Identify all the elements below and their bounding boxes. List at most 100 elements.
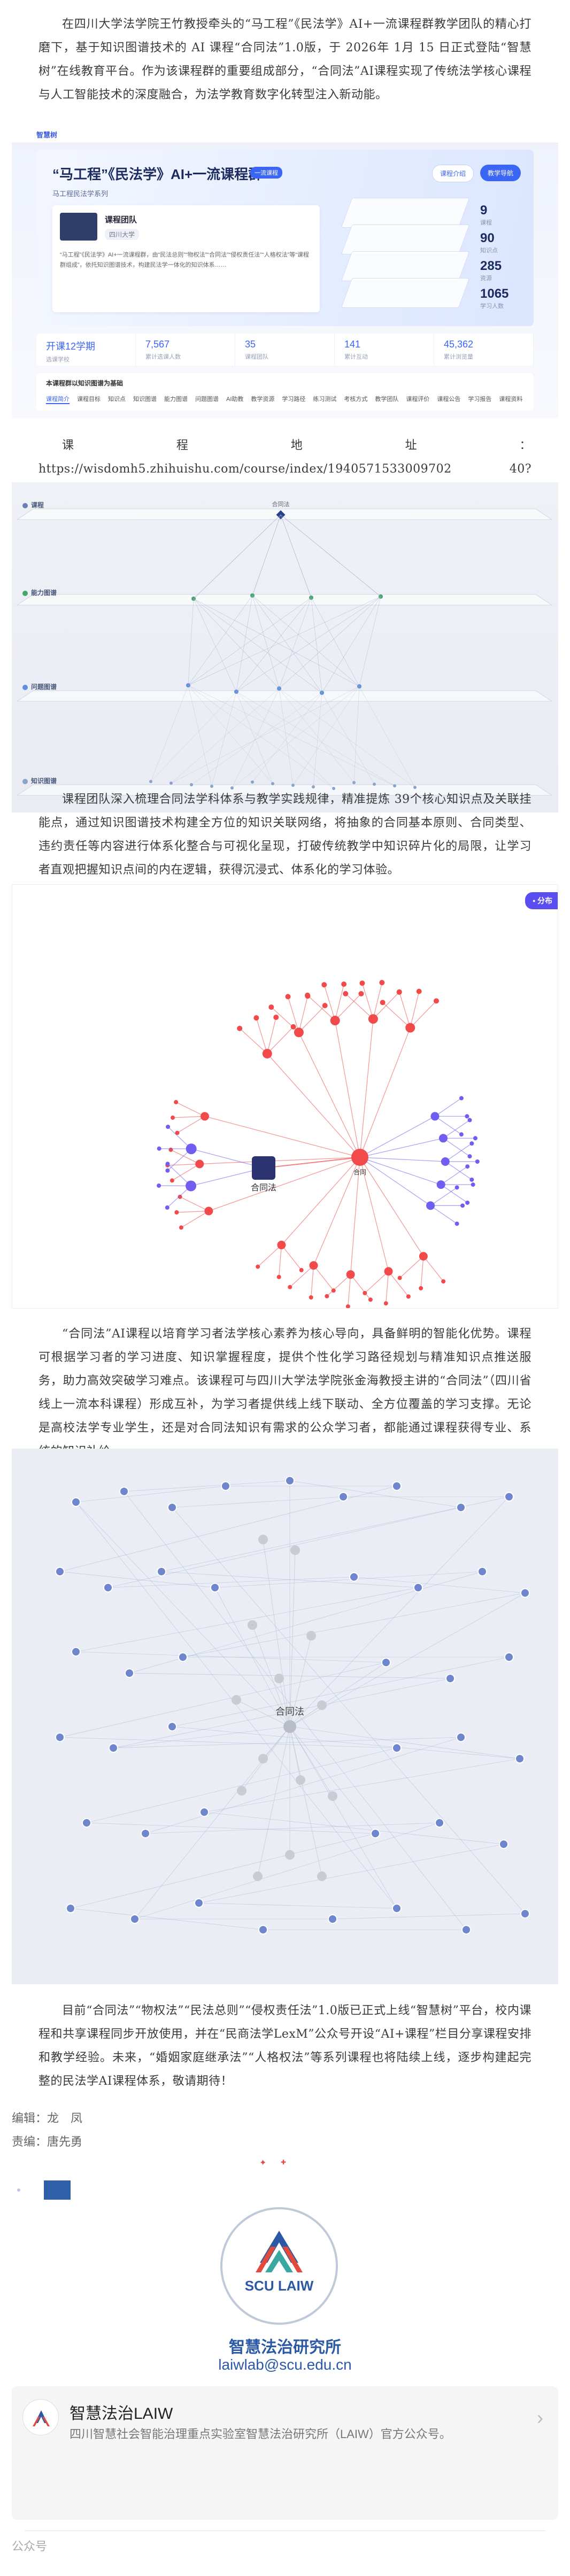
concept-node	[477, 1567, 487, 1576]
graph-node	[455, 1185, 459, 1190]
graph-edge	[257, 1726, 290, 1877]
graph-edge	[335, 1020, 360, 1158]
ai-course-paragraph: “合同法”AI课程以培育学习者法学核心素养为核心导向，具备鲜明的智能化优势。课程…	[38, 1327, 532, 1458]
stat-label: 资源	[480, 275, 492, 282]
concept-node	[456, 1732, 466, 1742]
tab-item[interactable]: 课程评价	[406, 396, 430, 403]
concept-node	[194, 1898, 204, 1908]
graph-edge	[263, 1539, 290, 1727]
graph-edge	[232, 688, 280, 788]
graph-node	[406, 1294, 411, 1299]
graph-edge	[113, 1678, 451, 1749]
graph-edge	[75, 1502, 397, 1909]
graph-edge	[204, 1812, 504, 1845]
graph-node	[276, 1274, 281, 1279]
graph-edge	[167, 1186, 191, 1208]
graph-node	[165, 1205, 170, 1210]
graph-edge	[263, 1157, 360, 1169]
graph-node	[471, 1182, 475, 1187]
center-node-label: 合同法	[275, 1706, 304, 1717]
tab-item[interactable]: 课程资料	[499, 396, 523, 403]
tab-item[interactable]: 知识图谱	[133, 396, 157, 403]
graph-edge	[321, 692, 375, 785]
graph-edge	[313, 1157, 360, 1266]
concept-node	[306, 1631, 316, 1641]
graph-edge	[86, 1747, 397, 1823]
concept-node	[371, 1829, 380, 1838]
graph-edge	[292, 686, 360, 786]
concept-node	[274, 1674, 284, 1683]
graph-edge	[280, 514, 381, 597]
graph-edge	[435, 1097, 462, 1117]
concept-node	[504, 1492, 514, 1502]
graph-edge	[435, 1116, 462, 1135]
tab-item[interactable]: 教学资源	[251, 396, 275, 403]
concept-node	[349, 1572, 359, 1582]
graph-node	[170, 1178, 174, 1183]
graph-edge	[257, 1244, 282, 1267]
concept-node	[381, 1658, 391, 1667]
graph-edge	[332, 1913, 526, 1920]
graph-edge	[209, 1157, 360, 1212]
tab-item[interactable]: 知识点	[108, 396, 126, 403]
stat-label: 知识点	[480, 247, 498, 254]
concept-node	[71, 1497, 81, 1507]
concept-node	[248, 1620, 257, 1630]
tab-item[interactable]: AI助教	[226, 396, 244, 403]
concept-node	[317, 1700, 327, 1710]
graph-edge	[177, 1116, 205, 1133]
graph-node	[469, 1141, 474, 1146]
graph-edge	[252, 514, 281, 596]
graph-edge	[236, 597, 312, 692]
graph-node	[358, 991, 364, 996]
graph-edge	[279, 688, 294, 786]
tab-item[interactable]: 教学团队	[375, 396, 399, 403]
account-description: 四川智慧社会智能治理重点实验室智慧法治研究所（LAIW）官方公众号。	[70, 2427, 451, 2441]
tab-item[interactable]: 课程简介	[46, 394, 70, 404]
concept-node	[435, 1818, 444, 1828]
concept-node	[285, 1476, 295, 1486]
tab-item[interactable]: 能力图谱	[164, 396, 188, 403]
concept-node	[392, 1904, 402, 1913]
tab-item[interactable]: 课程目标	[77, 396, 101, 403]
graph-node	[285, 994, 291, 1000]
graph-edge	[279, 1678, 290, 1727]
graph-edge	[289, 1726, 397, 1909]
editor-credit: 编辑：龙 凤	[12, 2112, 83, 2125]
tab-item[interactable]: 考核方式	[344, 396, 368, 403]
concept-node	[221, 1481, 230, 1491]
tab-item[interactable]: 问题图谱	[195, 396, 219, 403]
graph-node	[341, 981, 347, 987]
tab-item[interactable]: 学习报告	[468, 396, 492, 403]
concept-node	[338, 1492, 348, 1502]
graph-node	[459, 1096, 464, 1101]
graph-edge	[287, 996, 299, 1033]
graph-edge	[107, 1576, 355, 1588]
metric-label: 累计浏览量	[444, 354, 473, 360]
official-account-card[interactable]: 智慧法治LAIW 四川智慧社会智能治理重点实验室智慧法治研究所（LAIW）官方公…	[12, 2386, 558, 2520]
concept-node	[328, 1914, 337, 1924]
graph-edge	[298, 996, 308, 1033]
graph-edge	[171, 688, 280, 784]
tab-item[interactable]: 课程公告	[437, 396, 461, 403]
concept-node	[119, 1487, 129, 1496]
graph-edge	[198, 1902, 397, 1909]
graph-edge	[289, 1726, 322, 1877]
graph-node	[253, 1015, 259, 1021]
layered-graph-canvas: 合同法	[16, 500, 553, 796]
institute-email[interactable]: laiwlab@scu.edu.cn	[218, 2356, 352, 2373]
tab-item[interactable]: 练习测试	[313, 396, 337, 403]
graph-edge	[124, 1491, 467, 1930]
graph-edge	[267, 1026, 294, 1054]
graph-node	[465, 1164, 470, 1169]
graph-edge	[181, 1210, 209, 1228]
intro-button[interactable]: 课程介绍	[432, 165, 474, 182]
navigation-button[interactable]: 教学导航	[480, 165, 521, 181]
tab-item[interactable]: 学习路径	[282, 396, 306, 403]
team-photo	[60, 213, 97, 241]
graph-edge	[129, 1673, 451, 1679]
layout-toggle-button[interactable]: • 分布	[525, 892, 558, 909]
graph-edge	[172, 1726, 520, 1759]
graph-edge	[252, 595, 322, 693]
